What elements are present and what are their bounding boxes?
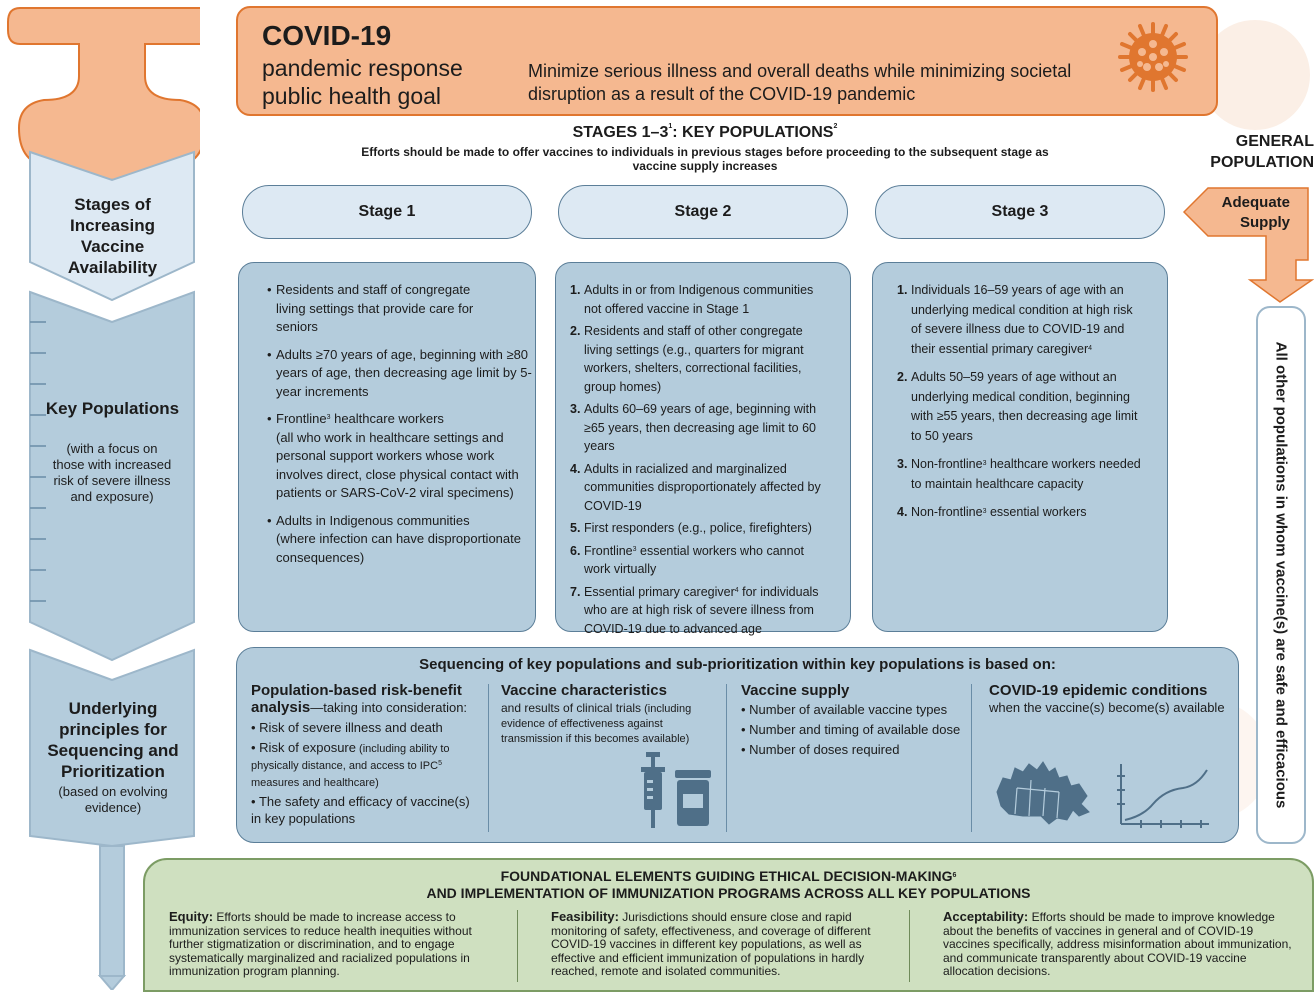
list-item: Frontline3 healthcare workers(all who wo… xyxy=(239,410,535,503)
stage-2-header: Stage 2 xyxy=(558,185,848,239)
stage-2-box: 1.Adults in or from Indigenous communiti… xyxy=(555,262,851,636)
header-subtitle: pandemic response public health goal xyxy=(262,55,463,109)
column-divider xyxy=(726,684,727,832)
list-item: Adults ≥70 years of age, beginning with … xyxy=(239,346,535,402)
vaccine-vial-icon xyxy=(641,752,711,828)
list-item: Residents and staff of congregate living… xyxy=(239,281,481,337)
list-item: 1.Adults in or from Indigenous communiti… xyxy=(570,283,814,316)
feasibility-column: Feasibility: Jurisdictions should ensure… xyxy=(551,909,871,978)
list-item: 7.Essential primary caregiver4 for indiv… xyxy=(570,584,819,636)
principles-heading: Sequencing of key populations and sub-pr… xyxy=(419,656,1056,673)
goal-header: COVID-19 pandemic response public health… xyxy=(236,6,1218,116)
list-item: • Risk of exposure (including ability to… xyxy=(251,740,450,789)
stage-3-header: Stage 3 xyxy=(875,185,1165,239)
acceptability-column: Acceptability: Efforts should be made to… xyxy=(943,909,1292,978)
stages-note: Efforts should be made to offer vaccines… xyxy=(361,145,1049,173)
list-item: 6.Frontline3 essential workers who canno… xyxy=(570,543,804,577)
foundation-title: FOUNDATIONAL ELEMENTS GUIDING ETHICAL DE… xyxy=(426,868,1031,901)
list-item: 4.Non-frontline3 essential workers xyxy=(897,505,1087,519)
list-item: Adults in Indigenous communities(where i… xyxy=(239,512,535,568)
list-item: • The safety and efficacy of vaccine(s) … xyxy=(251,794,470,826)
list-item: 3.Adults 60–69 years of age, beginning w… xyxy=(570,402,817,453)
list-item: 4.Adults in racialized and marginalized … xyxy=(570,461,821,513)
epidemic-curve-icon xyxy=(1117,764,1209,828)
general-population-bar: All other populations in whom vaccine(s)… xyxy=(1256,306,1306,844)
principles-box: Sequencing of key populations and sub-pr… xyxy=(236,647,1239,843)
foundational-elements-box: FOUNDATIONAL ELEMENTS GUIDING ETHICAL DE… xyxy=(143,858,1314,992)
principles-title: Underlying principles for Sequencing and… xyxy=(47,699,179,781)
list-item: 5.First responders (e.g., police, firefi… xyxy=(570,521,812,535)
list-item: 2.Residents and staff of other congregat… xyxy=(570,324,804,394)
list-item: 2.Adults 50–59 years of age without an u… xyxy=(897,370,1138,443)
stage-3-box: 1.Individuals 16–59 years of age with an… xyxy=(872,262,1168,632)
virus-icon xyxy=(1118,22,1188,92)
stages-availability-label: Stages of Increasing Vaccine Availabilit… xyxy=(67,195,158,277)
column-divider xyxy=(971,684,972,832)
vaccine-characteristics-column: Vaccine characteristics and results of c… xyxy=(501,682,713,746)
stage-1-header: Stage 1 xyxy=(242,185,532,239)
epidemic-conditions-title: COVID-19 epidemic conditions xyxy=(989,682,1208,699)
background-decoration xyxy=(1200,20,1310,130)
list-item: • Number and timing of available dose xyxy=(741,722,961,737)
general-population-text: All other populations in whom vaccine(s)… xyxy=(1272,341,1290,809)
principles-subtitle: (based on evolving evidence) xyxy=(58,784,168,815)
canada-map-icon xyxy=(996,761,1090,825)
equity-column: Equity: Efforts should be made to increa… xyxy=(169,909,472,978)
adequate-supply-arrow xyxy=(1182,187,1314,303)
header-goal: Minimize serious illness and overall dea… xyxy=(528,61,1072,104)
vaccine-characteristics-title: Vaccine characteristics xyxy=(501,682,667,699)
epidemic-conditions-column: COVID-19 epidemic conditions when the va… xyxy=(989,682,1225,715)
vaccine-supply-title: Vaccine supply xyxy=(741,682,850,699)
key-populations-subtitle: (with a focus on those with increased ri… xyxy=(52,441,172,504)
risk-benefit-title: Population-based risk-benefit analysis xyxy=(251,682,462,716)
list-item: • Risk of severe illness and death xyxy=(251,720,443,735)
column-divider xyxy=(517,910,518,982)
syringe-graphic xyxy=(7,7,200,990)
list-item: 1.Individuals 16–59 years of age with an… xyxy=(897,283,1133,356)
header-title: COVID-19 xyxy=(262,20,392,51)
stages-title: STAGES 1–31: KEY POPULATIONS2 xyxy=(572,123,838,141)
vaccine-supply-column: Vaccine supply • Number of available vac… xyxy=(741,682,963,758)
list-item: 3.Non-frontline3 healthcare workers need… xyxy=(897,457,1141,491)
column-divider xyxy=(909,910,910,982)
list-item: • Number of doses required xyxy=(741,742,900,757)
column-divider xyxy=(488,684,489,832)
list-item: • Number of available vaccine types xyxy=(741,702,948,717)
adequate-supply-label: Adequate Supply xyxy=(1221,194,1290,231)
key-populations-title: Key Populations xyxy=(45,399,180,418)
risk-benefit-column: Population-based risk-benefit analysis—t… xyxy=(251,682,483,827)
general-population-title: GENERAL POPULATION xyxy=(1210,133,1314,171)
stage-1-box: Residents and staff of congregate living… xyxy=(238,262,536,632)
